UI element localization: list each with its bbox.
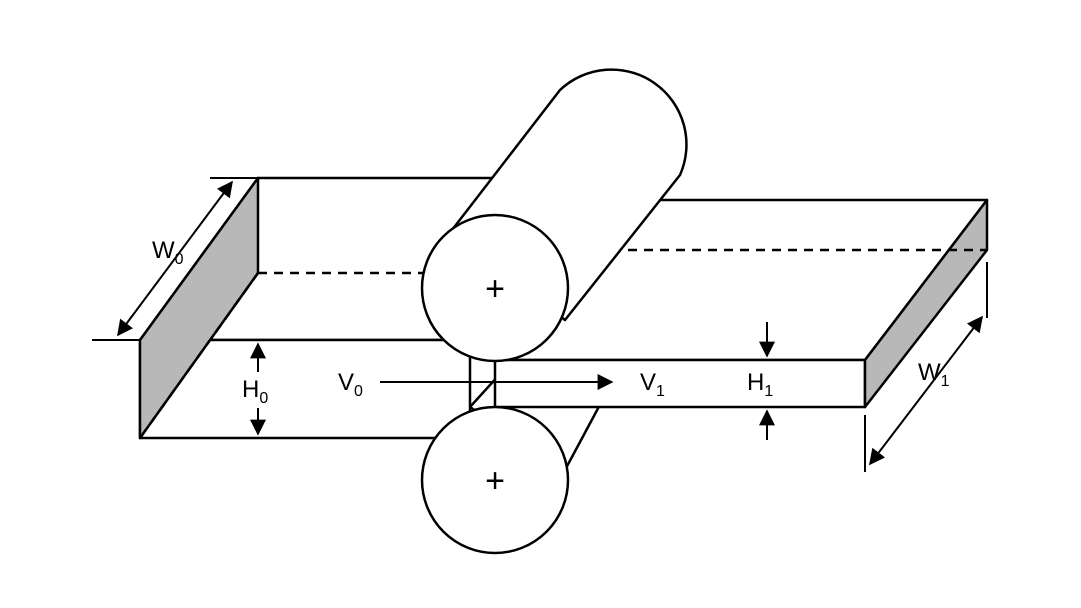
- w0-arrow: [117, 180, 233, 337]
- velocity-indicator: V0 V1: [338, 369, 665, 400]
- top-roll-center-symbol: +: [485, 270, 505, 308]
- w1-arrow: [869, 315, 983, 466]
- top-roll: +: [420, 68, 688, 363]
- h0-dimension: H0: [242, 342, 268, 436]
- bottom-roll-front: +: [420, 405, 570, 555]
- w1-label: W1: [918, 359, 950, 390]
- top-roll-end: [420, 213, 570, 363]
- w0-label: W0: [152, 237, 184, 268]
- v1-label: V1: [640, 369, 665, 400]
- h0-label: H0: [242, 376, 268, 407]
- w1-dimension: W1: [864, 262, 988, 472]
- slab-hidden-edge-diag: [138, 272, 260, 439]
- bottom-roll-end: [420, 405, 570, 555]
- strip-front-face: [493, 358, 867, 409]
- w0-dimension: W0: [92, 177, 258, 341]
- v0-label: V0: [338, 369, 363, 400]
- h1-dimension: H1: [747, 322, 775, 440]
- bottom-roll-center-symbol: +: [485, 462, 505, 500]
- h1-label: H1: [747, 369, 773, 400]
